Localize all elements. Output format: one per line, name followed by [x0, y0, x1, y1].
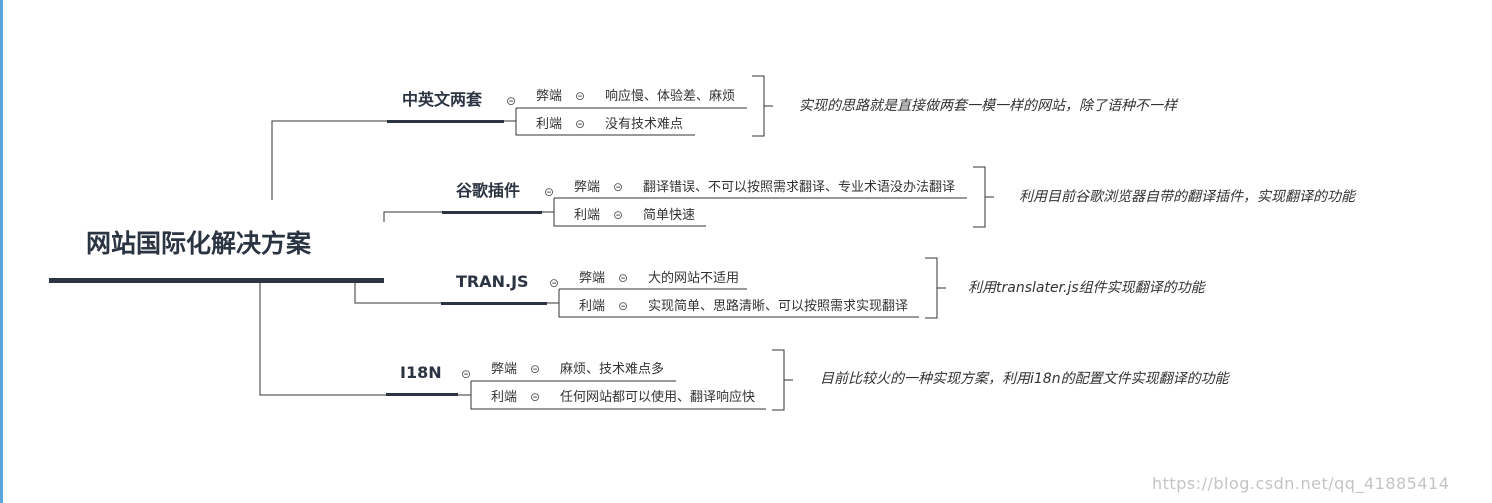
branch-2-sub-connector — [542, 197, 967, 227]
branch-3-pros-label: 利端 — [579, 299, 606, 314]
branch-1-note: 实现的思路就是直接做两套一模一样的网站，除了语种不一样 — [799, 98, 1177, 114]
branch-1-pros-label: 利端 — [536, 117, 563, 132]
branch-2-cons-collapse-icon[interactable]: ⊝ — [613, 180, 624, 194]
branch-3-collapse-icon[interactable]: ⊝ — [549, 276, 560, 290]
branch-1-cons-collapse-icon[interactable]: ⊝ — [575, 89, 586, 103]
branch-3-pros-text: 实现简单、思路清晰、可以按照需求实现翻译 — [648, 299, 909, 314]
branch-1-bracket — [752, 75, 773, 137]
branch-3-bracket — [925, 257, 946, 319]
branch-4-pros-text: 任何网站都可以使用、翻译响应快 — [560, 390, 756, 405]
branch-1-sub-connector — [504, 107, 747, 136]
branch-3-note: 利用translater.js组件实现翻译的功能 — [968, 280, 1205, 296]
branch-3-sub-connector — [547, 288, 919, 318]
branch-4-bracket — [772, 349, 793, 411]
branch-3-cons-text: 大的网站不适用 — [648, 271, 740, 286]
branch-2-pros-collapse-icon[interactable]: ⊝ — [613, 208, 624, 222]
connector-branch-4 — [259, 283, 386, 396]
branch-2-underline — [442, 211, 542, 214]
branch-3-title: TRAN.JS — [456, 272, 529, 291]
branch-1-underline — [387, 120, 504, 123]
branch-3-cons-label: 弊端 — [579, 271, 606, 286]
branch-4-cons-label: 弊端 — [491, 362, 518, 377]
branch-2-cons-label: 弊端 — [574, 180, 601, 195]
branch-4-underline — [386, 393, 458, 396]
branch-2-bracket — [973, 166, 994, 228]
branch-2-title: 谷歌插件 — [456, 181, 521, 200]
branch-4-cons-collapse-icon[interactable]: ⊝ — [530, 362, 541, 376]
branch-4-sub-connector — [458, 380, 766, 410]
branch-2-pros-text: 简单快速 — [643, 208, 696, 223]
branch-1-cons-label: 弊端 — [536, 89, 563, 104]
root-underline — [49, 278, 384, 283]
connector-branch-3 — [354, 283, 441, 304]
branch-4-pros-label: 利端 — [491, 390, 518, 405]
branch-4-pros-collapse-icon[interactable]: ⊝ — [530, 390, 541, 404]
left-edge-accent — [0, 0, 3, 503]
branch-1-cons-text: 响应慢、体验差、麻烦 — [605, 89, 736, 104]
branch-4-collapse-icon[interactable]: ⊝ — [461, 367, 472, 381]
branch-1-title: 中英文两套 — [402, 90, 483, 109]
branch-1-pros-collapse-icon[interactable]: ⊝ — [575, 117, 586, 131]
root-title: 网站国际化解决方案 — [86, 229, 312, 258]
branch-2-cons-text: 翻译错误、不可以按照需求翻译、专业术语没办法翻译 — [643, 180, 956, 195]
branch-4-note: 目前比较火的一种实现方案，利用i18n的配置文件实现翻译的功能 — [820, 371, 1229, 387]
branch-2-pros-label: 利端 — [574, 208, 601, 223]
branch-3-underline — [441, 302, 547, 305]
branch-4-title: I18N — [400, 363, 442, 382]
branch-4-cons-text: 麻烦、技术难点多 — [560, 362, 665, 377]
branch-1-pros-text: 没有技术难点 — [605, 117, 684, 132]
branch-3-cons-collapse-icon[interactable]: ⊝ — [618, 271, 629, 285]
branch-2-collapse-icon[interactable]: ⊝ — [544, 185, 555, 199]
watermark: https://blog.csdn.net/qq_41885414 — [1152, 474, 1450, 493]
branch-3-pros-collapse-icon[interactable]: ⊝ — [618, 299, 629, 313]
branch-1-collapse-icon[interactable]: ⊝ — [506, 94, 517, 108]
connector-branch-2 — [383, 211, 442, 222]
connector-branch-1 — [271, 120, 387, 200]
branch-2-note: 利用目前谷歌浏览器自带的翻译插件，实现翻译的功能 — [1019, 189, 1355, 205]
